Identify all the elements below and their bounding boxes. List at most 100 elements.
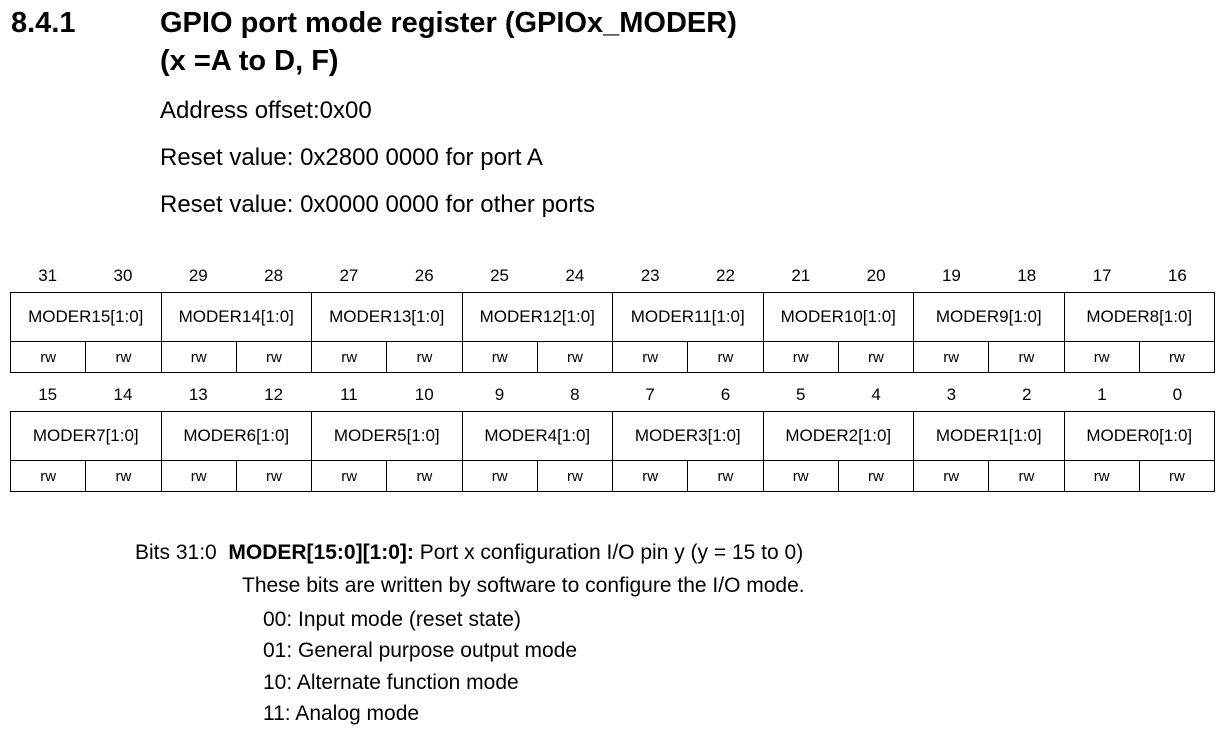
bit-number: 0 xyxy=(1172,385,1183,404)
access-type: rw xyxy=(310,341,388,373)
access-type: rw xyxy=(461,460,538,492)
bit-number: 8 xyxy=(570,385,580,404)
access-type: rw xyxy=(9,341,87,373)
register-field: MODER8[1:0] xyxy=(1063,292,1215,342)
bit-number: 19 xyxy=(941,266,961,285)
bit-number: 31 xyxy=(38,266,58,285)
bit-number: 24 xyxy=(565,266,585,285)
section-title: GPIO port mode register (GPIOx_MODER) (x… xyxy=(160,4,737,80)
bit-number: 23 xyxy=(640,266,660,285)
bit-number: 28 xyxy=(264,266,284,285)
bit-number: 1 xyxy=(1097,385,1107,404)
access-type: rw xyxy=(912,341,990,373)
bit-number: 25 xyxy=(490,266,509,285)
bit-number: 22 xyxy=(716,266,735,285)
bit-number: 2 xyxy=(1021,385,1032,404)
register-field: MODER6[1:0] xyxy=(160,411,312,461)
bit-number: 18 xyxy=(1017,266,1037,285)
mode-item: 11: Analog mode xyxy=(263,702,420,725)
access-type: rw xyxy=(160,460,237,492)
access-type: rw xyxy=(235,341,313,373)
register-field: MODER11[1:0] xyxy=(612,292,764,342)
register-field: MODER3[1:0] xyxy=(612,411,764,461)
access-type: rw xyxy=(988,460,1065,492)
access-type: rw xyxy=(1063,460,1140,492)
access-type: rw xyxy=(837,341,915,373)
bit-number: 10 xyxy=(414,385,434,404)
access-type: rw xyxy=(1138,460,1216,492)
bit-number: 15 xyxy=(38,385,58,404)
bit-number: 14 xyxy=(113,385,133,404)
access-type: rw xyxy=(386,341,463,373)
bit-number: 6 xyxy=(720,385,731,404)
mode-item: 01: General purpose output mode xyxy=(263,639,578,662)
address-offset: Address offset:0x00 xyxy=(160,97,372,124)
access-type: rw xyxy=(912,460,990,492)
access-type: rw xyxy=(837,460,915,492)
bits-label: Bits 31:0 xyxy=(135,541,217,564)
access-type: rw xyxy=(235,460,313,492)
access-type: rw xyxy=(85,341,162,373)
register-field: MODER9[1:0] xyxy=(913,292,1065,342)
access-type: rw xyxy=(85,460,162,492)
bit-number: 27 xyxy=(339,266,359,285)
field-summary: Port x configuration I/O pin y (y = 15 t… xyxy=(419,541,804,564)
access-type: rw xyxy=(310,460,388,492)
register-field: MODER4[1:0] xyxy=(461,411,613,461)
reset-value-other-ports: Reset value: 0x0000 0000 for other ports xyxy=(160,191,595,218)
access-type: rw xyxy=(1063,341,1140,373)
reset-value-port-a: Reset value: 0x2800 0000 for port A xyxy=(160,144,543,171)
access-type: rw xyxy=(1138,341,1216,373)
access-type: rw xyxy=(762,460,839,492)
bit-number: 5 xyxy=(796,385,806,404)
field-intro: These bits are written by software to co… xyxy=(242,574,805,597)
bit-number: 16 xyxy=(1167,266,1187,285)
bit-number: 30 xyxy=(113,266,133,285)
access-type: rw xyxy=(536,460,614,492)
bit-number: 29 xyxy=(188,266,208,285)
bits-description-header: Bits 31:0 MODER[15:0][1:0]: Port x confi… xyxy=(135,539,803,567)
access-type: rw xyxy=(687,341,764,373)
access-type: rw xyxy=(687,460,764,492)
bit-number: 4 xyxy=(871,385,881,404)
register-field: MODER2[1:0] xyxy=(762,411,914,461)
mode-item: 00: Input mode (reset state) xyxy=(263,608,521,631)
register-field: MODER12[1:0] xyxy=(461,292,613,342)
bit-number: 20 xyxy=(866,266,886,285)
section-title-line1: GPIO port mode register (GPIOx_MODER) xyxy=(160,7,737,39)
register-field: MODER7[1:0] xyxy=(10,411,162,461)
access-type: rw xyxy=(762,341,839,373)
access-type: rw xyxy=(160,341,237,373)
access-type: rw xyxy=(988,341,1065,373)
bit-number: 13 xyxy=(188,385,208,404)
bit-number: 7 xyxy=(645,385,655,404)
section-title-line2: (x =A to D, F) xyxy=(160,45,339,77)
section-number: 8.4.1 xyxy=(11,7,76,39)
access-type: rw xyxy=(9,460,87,492)
register-field: MODER5[1:0] xyxy=(311,411,463,461)
bit-number: 21 xyxy=(791,266,811,285)
register-upper-half: MODER15[1:0]MODER14[1:0]MODER13[1:0]MODE… xyxy=(9,292,1216,373)
access-type: rw xyxy=(611,460,689,492)
register-field: MODER0[1:0] xyxy=(1063,411,1215,461)
register-field: MODER13[1:0] xyxy=(311,292,463,342)
mode-item: 10: Alternate function mode xyxy=(263,671,519,694)
register-field: MODER10[1:0] xyxy=(762,292,914,342)
access-type: rw xyxy=(461,341,538,373)
register-field: MODER14[1:0] xyxy=(160,292,312,342)
access-type: rw xyxy=(386,460,463,492)
register-field: MODER15[1:0] xyxy=(10,292,162,342)
upper-bit-numbers: 31 30 29 28 27 26 25 24 23 22 21 20 19 18 17 16 xyxy=(10,264,1215,288)
register-lower-half: MODER7[1:0]MODER6[1:0]MODER5[1:0]MODER4[… xyxy=(9,411,1216,492)
field-name: MODER[15:0][1:0]: xyxy=(228,541,414,564)
bit-number: 11 xyxy=(340,385,358,404)
bit-number: 3 xyxy=(946,385,957,404)
register-field: MODER1[1:0] xyxy=(913,411,1065,461)
lower-field-row: MODER7[1:0]MODER6[1:0]MODER5[1:0]MODER4[… xyxy=(10,411,1215,461)
upper-field-row: MODER15[1:0]MODER14[1:0]MODER13[1:0]MODE… xyxy=(10,292,1215,342)
access-type: rw xyxy=(611,341,689,373)
bit-number: 26 xyxy=(414,266,434,285)
bit-number: 17 xyxy=(1092,266,1112,285)
